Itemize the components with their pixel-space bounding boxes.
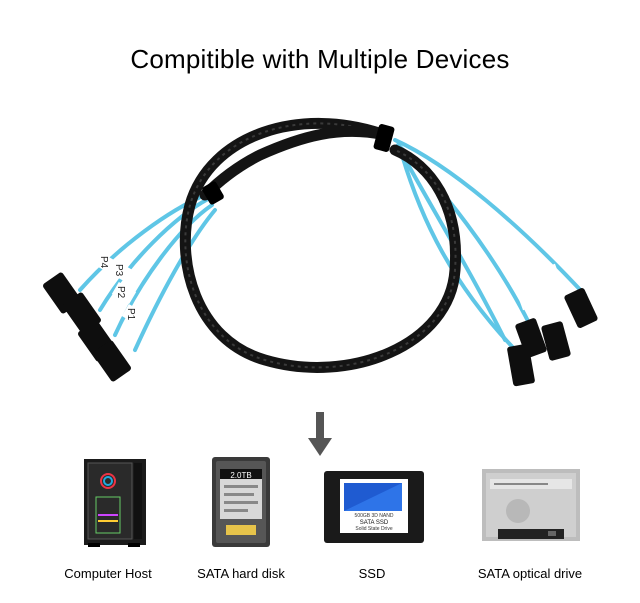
- ssd-sticker-line-1: 500GB 3D NAND: [355, 513, 394, 519]
- hard-disk-icon: 2.0TB: [210, 455, 272, 549]
- ssd-sticker-line-3: Solid State Drive: [355, 526, 392, 532]
- connector-label-p2: P2: [115, 286, 126, 299]
- ssd-sticker-line-2: SATA SSD: [360, 520, 389, 526]
- device-label-sata-hard-disk: SATA hard disk: [197, 566, 285, 581]
- device-label-computer-host: Computer Host: [64, 566, 152, 581]
- pc-tower-icon: [78, 455, 154, 551]
- hdd-capacity-sticker: 2.0TB: [230, 471, 251, 480]
- device-label-ssd: SSD: [358, 566, 386, 581]
- sata-cable-image: P4 P3 P2 P1: [43, 118, 598, 387]
- device-label-sata-optical-drive: SATA optical drive: [477, 566, 583, 581]
- connector-label-p3: P3: [113, 264, 124, 277]
- connector-label-p4: P4: [98, 256, 109, 269]
- page-title: Compitible with Multiple Devices: [130, 44, 510, 74]
- ssd-icon: 500GB 3D NAND SATA SSD Solid State Drive: [322, 455, 426, 549]
- optical-drive-icon: [478, 455, 584, 549]
- connector-label-p1: P1: [125, 308, 136, 321]
- down-arrow-icon: [308, 412, 332, 456]
